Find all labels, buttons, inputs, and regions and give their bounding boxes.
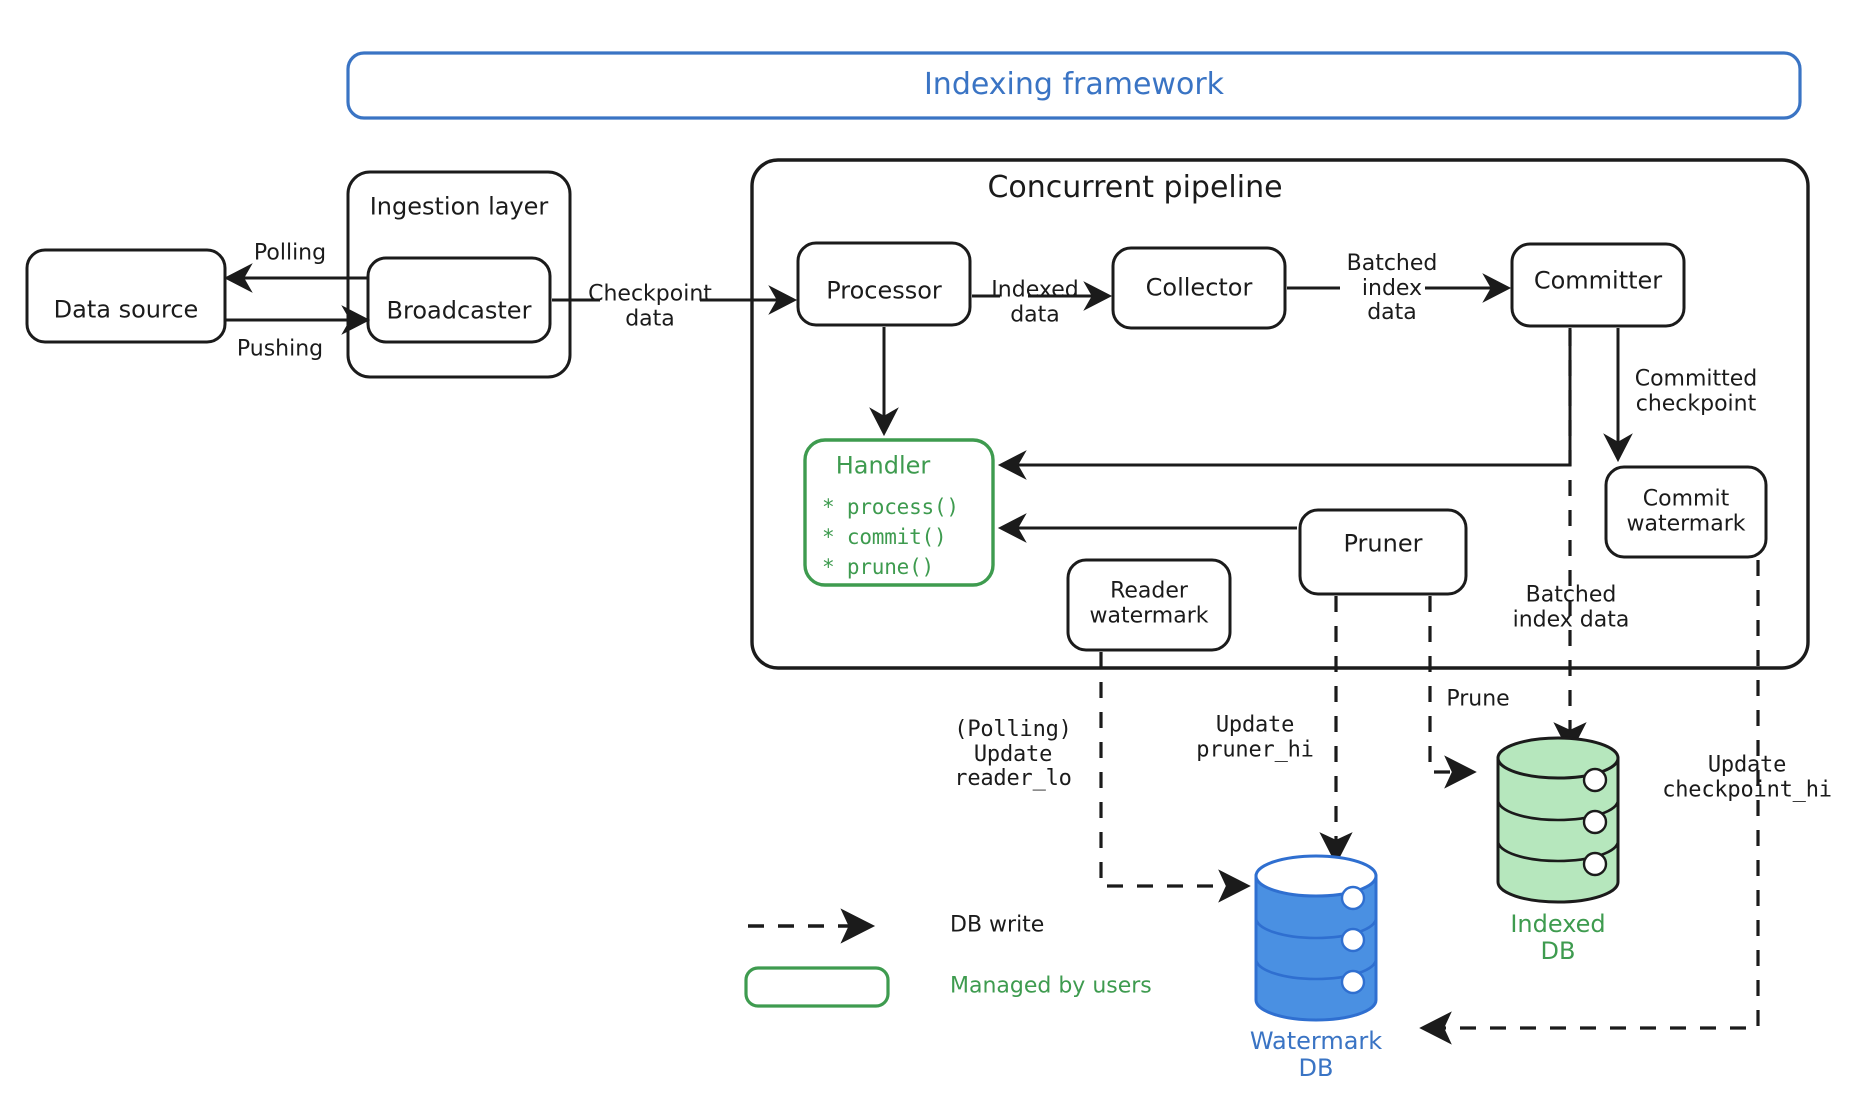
handler-title: Handler xyxy=(835,451,931,480)
indexed-db-label: Indexed DB xyxy=(1510,910,1606,965)
edge-label-update-reader-lo: (Polling) Update reader_lo xyxy=(954,717,1072,792)
broadcaster-label: Broadcaster xyxy=(386,296,532,325)
handler-box[interactable] xyxy=(803,438,995,587)
ingestion-layer-box xyxy=(346,170,572,379)
edge-label-pushing: Pushing xyxy=(236,336,324,362)
collector-label: Collector xyxy=(1145,273,1253,302)
commit-watermark-label: Commit watermark xyxy=(1626,486,1746,536)
edge-label-prune: Prune xyxy=(1446,686,1510,712)
legend-managed-by-users-label: Managed by users xyxy=(950,973,1152,999)
concurrent-pipeline-title: Concurrent pipeline xyxy=(987,170,1283,206)
pruner-label: Pruner xyxy=(1343,529,1423,558)
edge-label-update-checkpoint-hi: Update checkpoint_hi xyxy=(1662,752,1832,802)
handler-method-process: * process() xyxy=(822,495,959,520)
ingestion-layer-container xyxy=(346,170,572,379)
edge-label-indexed-data: Indexed data xyxy=(991,277,1079,327)
commit-watermark-box[interactable] xyxy=(1604,465,1768,559)
framework-box xyxy=(346,51,1802,120)
edge-label-update-pruner-hi: Update pruner_hi xyxy=(1196,712,1314,762)
edge-label-batched-index-data-db: Batched index data xyxy=(1512,582,1630,632)
concurrent-pipeline-box xyxy=(750,158,1810,670)
edge-label-checkpoint-data: Checkpoint data xyxy=(588,281,712,331)
collector-box[interactable] xyxy=(1111,246,1287,330)
edge-label-committed-checkpoint: Committed checkpoint xyxy=(1634,366,1758,416)
committer-label: Committer xyxy=(1533,266,1663,295)
processor-label: Processor xyxy=(826,276,942,305)
legend-db-write-label: DB write xyxy=(950,912,1045,938)
indexed-db-cylinder[interactable] xyxy=(1496,736,1620,904)
framework-title: Indexing framework xyxy=(923,67,1225,103)
framework-container xyxy=(346,51,1802,120)
edge-update-checkpoint-hi xyxy=(1419,560,1760,1045)
handler-method-prune: * prune() xyxy=(822,555,934,580)
concurrent-pipeline-container xyxy=(750,158,1810,670)
handler-method-commit: * commit() xyxy=(822,525,947,550)
watermark-db-cylinder[interactable] xyxy=(1254,854,1378,1022)
legend-managed-box xyxy=(744,966,890,1008)
data-source-box[interactable] xyxy=(25,248,227,344)
data-source-label: Data source xyxy=(53,295,199,324)
edge-committer-handler xyxy=(997,328,1572,480)
ingestion-layer-title: Ingestion layer xyxy=(369,192,549,221)
watermark-db-label: Watermark DB xyxy=(1249,1027,1383,1082)
edge-label-polling: Polling xyxy=(253,240,327,266)
edge-update-reader-lo xyxy=(1099,652,1251,903)
reader-watermark-label: Reader watermark xyxy=(1089,578,1209,628)
broadcaster-box[interactable] xyxy=(366,256,552,344)
reader-watermark-box[interactable] xyxy=(1066,558,1232,652)
committer-box[interactable] xyxy=(1510,242,1686,328)
edge-prune xyxy=(1428,596,1477,789)
pruner-box[interactable] xyxy=(1298,508,1468,596)
edge-label-batched-index-data: Batched index data xyxy=(1346,251,1438,326)
processor-box[interactable] xyxy=(796,241,972,327)
